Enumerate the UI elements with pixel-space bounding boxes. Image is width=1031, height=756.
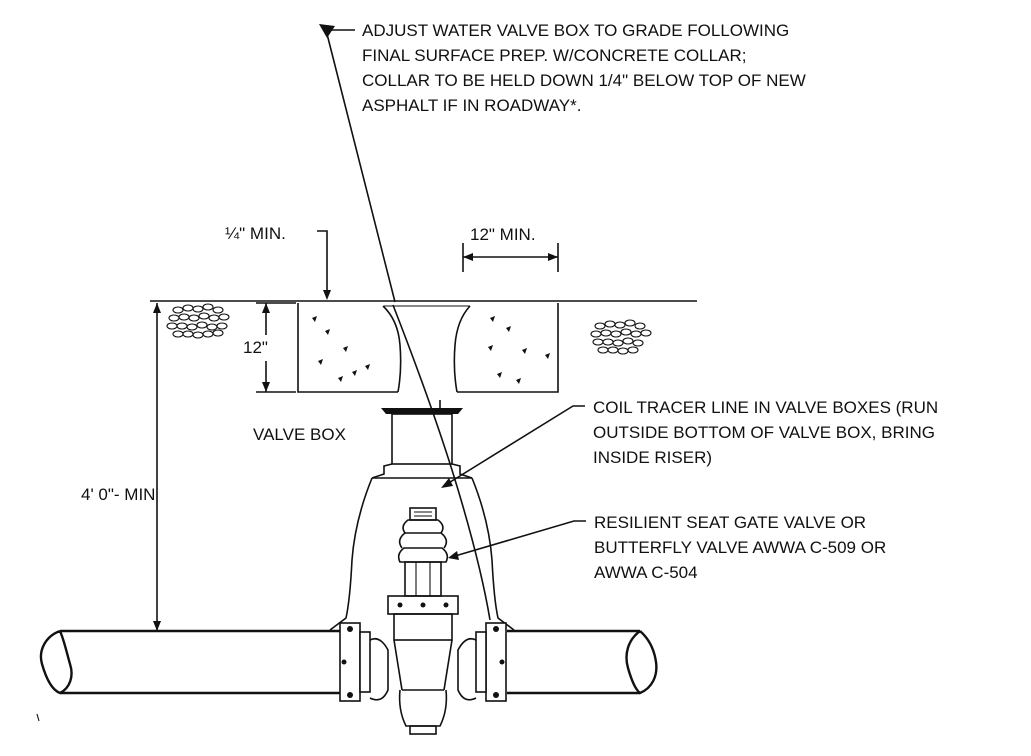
- dim-collar-width-label: 12" MIN.: [470, 225, 536, 244]
- gate-valve: [339, 507, 507, 735]
- valve-box-label: VALVE BOX: [253, 425, 346, 444]
- note-line-4: ASPHALT IF IN ROADWAY*.: [362, 96, 581, 115]
- tracer-wire: [392, 304, 491, 621]
- dim-quarter-inch-label: ¼" MIN.: [225, 224, 286, 243]
- dim-cover-depth: 4' 0"- MIN: [81, 303, 161, 631]
- dim-collar-depth-label: 12": [243, 338, 268, 357]
- tracer-note-line-3: INSIDE RISER): [593, 448, 712, 467]
- gravel-right: [590, 319, 652, 355]
- valve-note-line-3: AWWA C-504: [594, 563, 698, 582]
- note-line-2: FINAL SURFACE PREP. W/CONCRETE COLLAR;: [362, 46, 746, 65]
- concrete-collar: [297, 303, 559, 393]
- valve-box-grade-note: ADJUST WATER VALVE BOX TO GRADE FOLLOWIN…: [319, 21, 806, 303]
- tracer-line-note: COIL TRACER LINE IN VALVE BOXES (RUN OUT…: [441, 398, 938, 488]
- valve-note-line-2: BUTTERFLY VALVE AWWA C-509 OR: [594, 538, 886, 557]
- note-line-1: ADJUST WATER VALVE BOX TO GRADE FOLLOWIN…: [362, 21, 789, 40]
- note-line-3: COLLAR TO BE HELD DOWN 1/4" BELOW TOP OF…: [362, 71, 806, 90]
- concrete-aggregate: [312, 316, 550, 384]
- dim-collar-depth: 12": [243, 302, 296, 393]
- dim-collar-width: 12" MIN.: [462, 225, 559, 272]
- valve-note-line-1: RESILIENT SEAT GATE VALVE OR: [594, 513, 866, 532]
- leader-arrowhead: [319, 24, 335, 38]
- water-main-pipe: [36, 629, 658, 722]
- dim-quarter-inch: ¼" MIN.: [225, 224, 331, 300]
- gate-valve-note: RESILIENT SEAT GATE VALVE OR BUTTERFLY V…: [448, 513, 886, 582]
- tracer-note-line-1: COIL TRACER LINE IN VALVE BOXES (RUN: [593, 398, 938, 417]
- dim-cover-depth-label: 4' 0"- MIN: [81, 485, 155, 504]
- valve-box-lid-flange: [381, 408, 463, 414]
- gravel-left: [166, 303, 230, 339]
- tracer-note-line-2: OUTSIDE BOTTOM OF VALVE BOX, BRING: [593, 423, 935, 442]
